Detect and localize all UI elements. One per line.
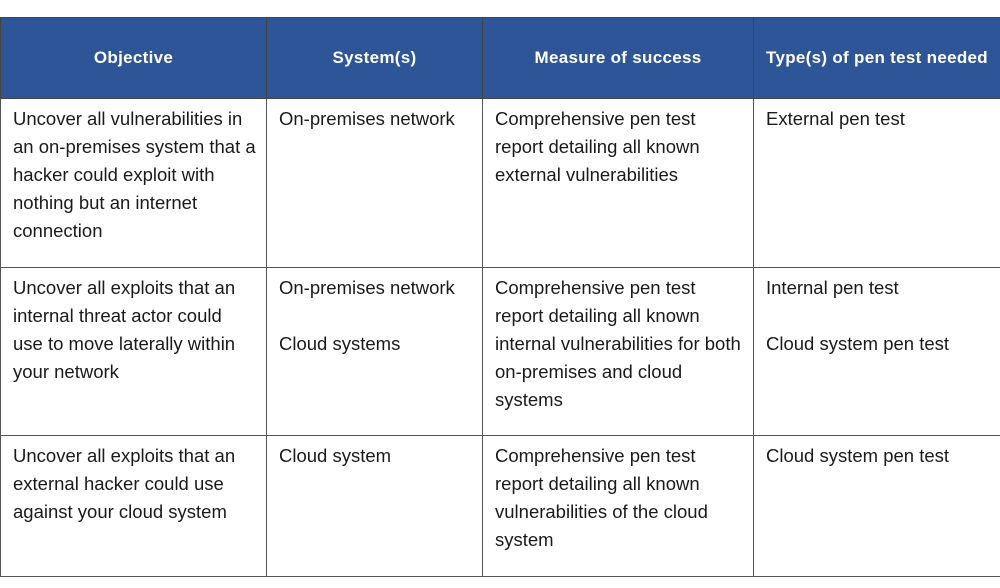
header-measure-of-success: Measure of success (482, 17, 754, 99)
header-row: Objective System(s) Measure of success T… (0, 17, 1000, 99)
table-body: Uncover all vulnerabilities in an on-pre… (0, 98, 1000, 577)
table-row: Uncover all exploits that an internal th… (0, 267, 1000, 436)
objective-text: Uncover all exploits that an external ha… (13, 445, 236, 522)
system-item: On-premises network (279, 277, 455, 298)
objective-cell: Uncover all exploits that an external ha… (0, 435, 267, 577)
objective-cell: Uncover all exploits that an internal th… (0, 267, 267, 436)
table-row: Uncover all vulnerabilities in an on-pre… (0, 98, 1000, 268)
header-systems: System(s) (266, 17, 483, 99)
measure-cell: Comprehensive pen test report detailing … (482, 267, 754, 436)
measure-text: Comprehensive pen test report detailing … (495, 445, 708, 550)
measure-cell: Comprehensive pen test report detailing … (482, 435, 754, 577)
pen-test-type: Cloud system pen test (766, 445, 950, 466)
measure-text: Comprehensive pen test report detailing … (495, 277, 741, 410)
types-cell: Internal pen test Cloud system pen test (753, 267, 1000, 436)
pen-test-type: Cloud system pen test (766, 333, 950, 354)
pen-test-type: Internal pen test (766, 277, 899, 298)
table-row: Uncover all exploits that an external ha… (0, 435, 1000, 577)
systems-cell: On-premises network Cloud systems (266, 267, 483, 436)
table-header: Objective System(s) Measure of success T… (0, 17, 1000, 99)
header-objective: Objective (0, 17, 267, 99)
types-cell: External pen test (753, 98, 1000, 268)
system-item: Cloud systems (279, 333, 401, 354)
system-item: Cloud system (279, 445, 392, 466)
objective-cell: Uncover all vulnerabilities in an on-pre… (0, 98, 267, 268)
objective-text: Uncover all vulnerabilities in an on-pre… (13, 108, 256, 241)
objective-text: Uncover all exploits that an internal th… (13, 277, 236, 382)
measure-text: Comprehensive pen test report detailing … (495, 108, 700, 185)
systems-cell: On-premises network (266, 98, 483, 268)
header-pen-test-types: Type(s) of pen test needed (753, 17, 1000, 99)
pen-test-table: Objective System(s) Measure of success T… (0, 17, 1000, 577)
pen-test-table-container: Objective System(s) Measure of success T… (0, 17, 1000, 577)
pen-test-type: External pen test (766, 108, 905, 129)
systems-cell: Cloud system (266, 435, 483, 577)
types-cell: Cloud system pen test (753, 435, 1000, 577)
system-item: On-premises network (279, 108, 455, 129)
measure-cell: Comprehensive pen test report detailing … (482, 98, 754, 268)
